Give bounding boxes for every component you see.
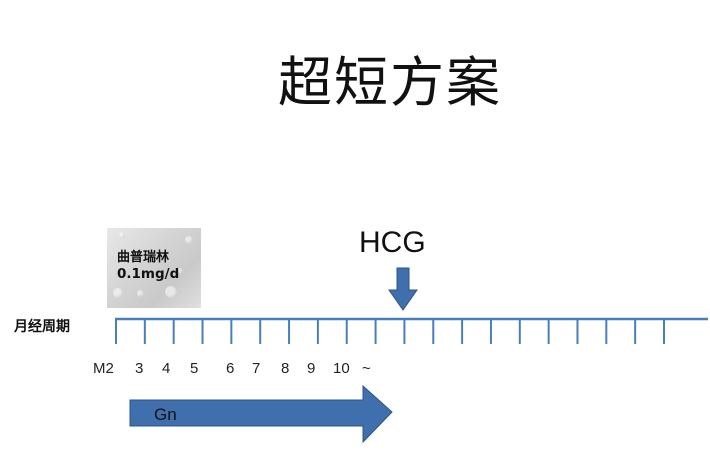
gn-label: Gn (154, 405, 177, 424)
gn-arrow (129, 384, 393, 444)
day-label: 8 (281, 360, 290, 377)
bubble-decoration (119, 232, 125, 238)
day-labels: M2 3 4 5 6 7 8 9 10 ~ (0, 360, 710, 384)
day-label: 10 (333, 360, 350, 377)
bubble-decoration (113, 288, 123, 298)
hcg-label: HCG (359, 226, 426, 259)
day-label: 9 (307, 360, 316, 377)
bubble-decoration (137, 290, 144, 297)
drug-box: 曲普瑞林 0.1mg/d (107, 228, 201, 308)
day-label: 7 (252, 360, 261, 377)
drug-name: 曲普瑞林 (117, 250, 170, 265)
hcg-down-arrow (388, 267, 418, 311)
page-title: 超短方案 (278, 51, 502, 114)
bubble-decoration (165, 286, 177, 298)
day-label: 6 (226, 360, 235, 377)
menstrual-cycle-label: 月经周期 (14, 319, 70, 335)
day-label: 5 (190, 360, 199, 377)
drug-dose: 0.1mg/d (117, 266, 180, 282)
bubble-decoration (177, 268, 183, 274)
day-label: 3 (135, 360, 144, 377)
bubble-decoration (185, 236, 193, 244)
day-label: 4 (162, 360, 171, 377)
day-label: ~ (362, 360, 371, 377)
timeline-ticks (115, 319, 665, 344)
day-label: M2 (93, 360, 114, 377)
